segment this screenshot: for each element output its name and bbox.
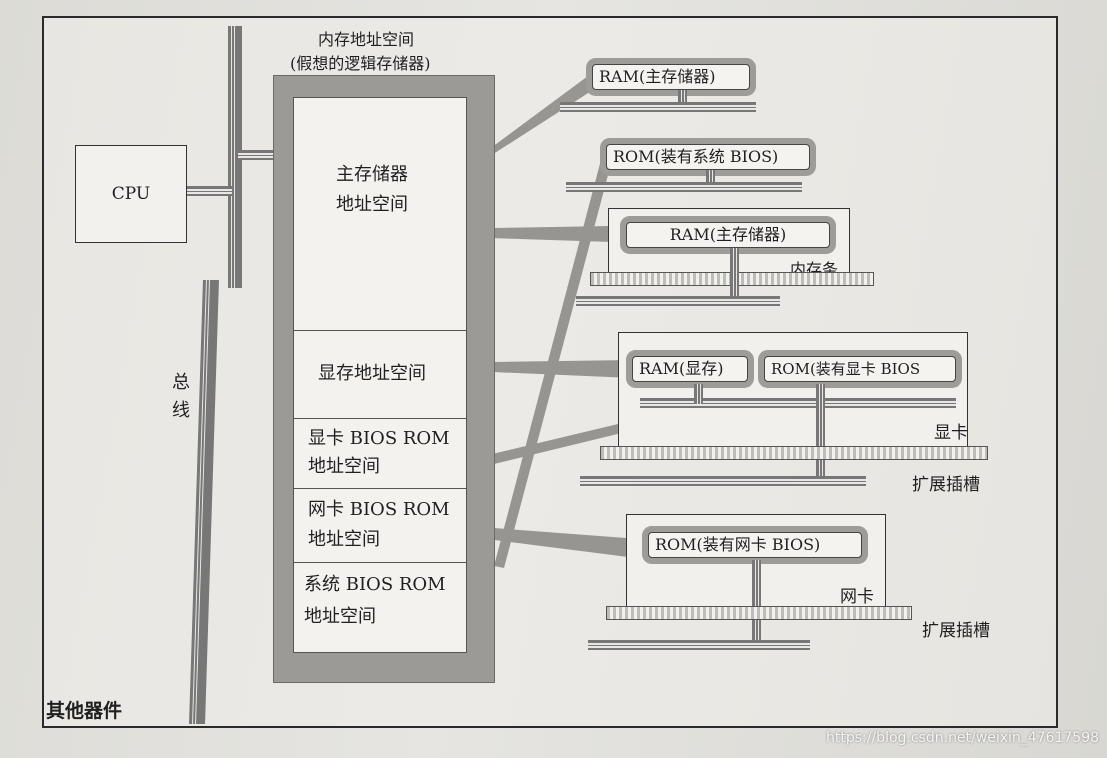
chip-ram-main-1: RAM(主存储器): [592, 64, 750, 90]
memory-space-title: 内存地址空间: [318, 30, 415, 49]
bus-upper: [228, 26, 242, 288]
cpu-bus-link: [186, 186, 232, 196]
chip-ram-main-1-bus: [560, 102, 756, 112]
network-card-slot: [606, 606, 912, 620]
link-main-to-ram1: [484, 76, 596, 160]
segment-vga-bios: 显卡 BIOS ROM 地址空间: [294, 418, 466, 488]
chip-rom-system-bios-pin: [706, 170, 715, 186]
network-card-pin: [752, 560, 761, 646]
cpu-label: CPU: [111, 184, 151, 204]
memory-space-subtitle: (假想的逻辑存储器): [290, 54, 431, 73]
network-card-expansion-bus: [588, 640, 810, 650]
segment-system-bios-line1: 系统 BIOS ROM: [304, 574, 446, 595]
cpu-box: CPU: [75, 145, 187, 243]
video-card-slot: [600, 446, 988, 460]
chip-rom-nic-bios: ROM(装有网卡 BIOS): [648, 532, 862, 558]
chip-ram-vram-pin: [694, 384, 703, 404]
bus-label-1: 总: [172, 372, 190, 393]
link-sys-to-rom: [494, 156, 612, 568]
video-card-expansion-bus: [580, 476, 866, 486]
watermark: https://blog.csdn.net/weixin_47617598: [826, 730, 1100, 746]
expansion-slot-label-1: 扩展插槽: [912, 475, 980, 495]
segment-nic-bios: 网卡 BIOS ROM 地址空间: [294, 488, 466, 562]
segment-main-memory-line2: 地址空间: [336, 194, 408, 215]
segment-system-bios-line2: 地址空间: [304, 606, 376, 627]
bus-label-2: 线: [172, 400, 190, 421]
video-card: [618, 332, 968, 454]
segment-main-memory-line1: 主存储器: [336, 164, 408, 185]
other-devices-label: 其他器件: [46, 700, 123, 722]
segment-nic-bios-line1: 网卡 BIOS ROM: [308, 499, 450, 520]
chip-rom-system-bios-bus: [566, 182, 802, 192]
memory-space-column: 主存储器 地址空间 显存地址空间 显卡 BIOS ROM 地址空间 网卡 BIO…: [293, 97, 467, 653]
memory-stick-pin: [730, 248, 739, 296]
segment-vram: 显存地址空间: [294, 330, 466, 418]
segment-vga-bios-line2: 地址空间: [308, 456, 380, 477]
chip-ram-vram: RAM(显存): [632, 356, 748, 382]
segment-nic-bios-line2: 地址空间: [308, 529, 380, 550]
chip-rom-vga-bios: ROM(装有显卡 BIOS: [764, 356, 956, 382]
video-card-bus: [640, 398, 956, 408]
segment-vram-line1: 显存地址空间: [318, 363, 426, 384]
chip-ram-main-1-pin: [678, 90, 687, 106]
video-card-pin: [816, 384, 825, 484]
video-card-label: 显卡: [934, 423, 968, 443]
link-vram-to-ram: [492, 360, 632, 378]
chip-rom-system-bios: ROM(装有系统 BIOS): [606, 144, 810, 170]
chip-ram-main-2: RAM(主存储器): [626, 222, 830, 248]
segment-vga-bios-line1: 显卡 BIOS ROM: [308, 428, 450, 449]
link-nic-to-rom: [494, 528, 652, 560]
segment-system-bios: 系统 BIOS ROM 地址空间: [294, 562, 466, 654]
memory-stick-bus: [576, 296, 780, 306]
bus-memory-link: [238, 150, 294, 160]
expansion-slot-label-2: 扩展插槽: [922, 621, 990, 641]
network-card-label: 网卡: [840, 587, 874, 607]
segment-main-memory: 主存储器 地址空间: [294, 98, 466, 330]
